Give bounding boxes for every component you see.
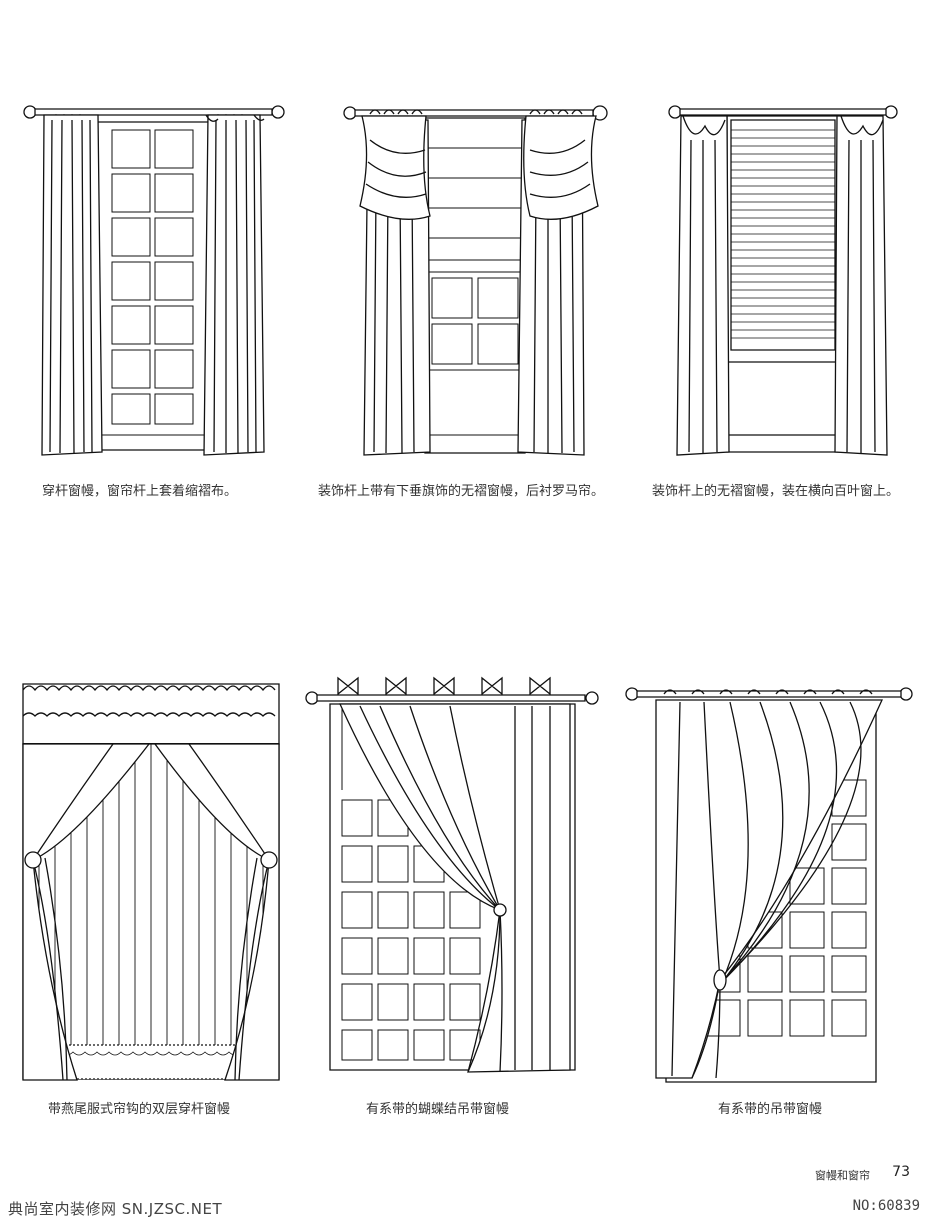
illustration-tab-top-curtain (620, 680, 920, 1090)
illustration-bow-tab-curtain (300, 670, 610, 1080)
caption-double-rod-pocket: 带燕尾服式帘钩的双层穿杆窗幔 (48, 1102, 231, 1117)
illustration-swag-roman-shade (340, 100, 610, 470)
watermark-site: 典尚室内装修网 SN.JZSC.NET (8, 1200, 223, 1218)
footer-section-title: 窗幔和窗帘 (815, 1169, 870, 1182)
illustration-blinds-drapery (665, 100, 905, 470)
illustration-rod-pocket-drapery (20, 100, 290, 470)
caption-blinds: 装饰杆上的无褶窗幔，装在横向百叶窗上。 (652, 484, 900, 499)
caption-bow-tab: 有系带的蝴蝶结吊带窗幔 (366, 1102, 510, 1117)
page-number: 73 (892, 1164, 910, 1180)
caption-rod-pocket: 穿杆窗幔，窗帘杆上套着缩褶布。 (42, 484, 238, 499)
caption-swag-roman: 装饰杆上带有下垂旗饰的无褶窗幔，后衬罗马帘。 (318, 484, 605, 499)
caption-tab-top: 有系带的吊带窗幔 (718, 1102, 823, 1117)
illustration-double-rod-pocket (15, 680, 285, 1090)
watermark-number: NO:60839 (852, 1198, 920, 1214)
